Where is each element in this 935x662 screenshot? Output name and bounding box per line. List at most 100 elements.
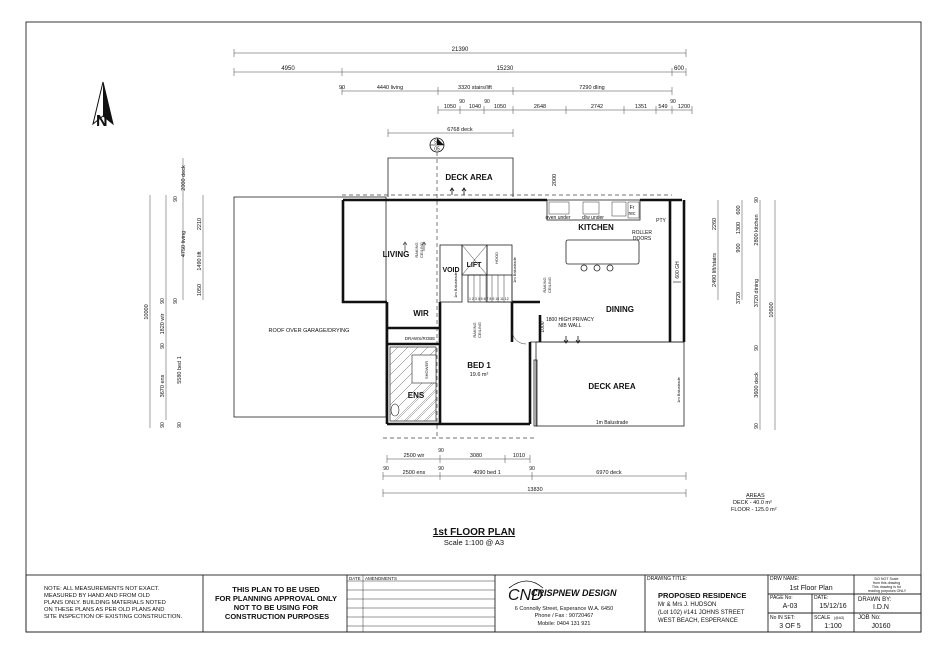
room-living: LIVING <box>383 250 410 259</box>
svg-text:N: N <box>96 113 108 130</box>
warning-line: CONSTRUCTION PURPOSES <box>225 612 329 621</box>
svg-text:90: 90 <box>754 423 760 429</box>
svg-text:DECK - 40.0 m²: DECK - 40.0 m² <box>733 500 772 506</box>
company-address: 6 Connolly Street, Esperance W.A. 6450 <box>515 606 613 612</box>
svg-text:3600 deck: 3600 deck <box>754 372 760 398</box>
drw-name-label: DRW NAME: <box>770 576 799 582</box>
disclaimer-line: PLANS ONLY. BUILDING MATERIALS NOTED <box>44 600 166 606</box>
svg-text:90: 90 <box>754 197 760 203</box>
svg-text:Fr: Fr <box>630 205 635 211</box>
svg-text:90: 90 <box>173 196 179 202</box>
roof-label: ROOF OVER GARAGE/DRYING <box>269 328 350 334</box>
plan-notes: oven under d/w under Fr rec PTY ROLLER D… <box>405 174 681 426</box>
amendments-label: AMENDMENTS <box>365 576 397 581</box>
dim-row4-10: 90 <box>670 99 676 105</box>
dim-row4-9: 549 <box>658 104 667 110</box>
svg-text:600: 600 <box>736 205 742 214</box>
disclaimer-line: SITE INSPECTION OF EXISTING CONSTRUCTION… <box>44 614 183 620</box>
svg-text:4750 living: 4750 living <box>181 231 187 257</box>
svg-text:10000: 10000 <box>144 304 150 319</box>
svg-text:10600: 10600 <box>769 302 775 317</box>
svg-text:4090 bed 1: 4090 bed 1 <box>473 470 501 476</box>
plan-scale: Scale 1:100 @ A3 <box>444 538 504 547</box>
dim-row2-c: 600 <box>674 66 685 72</box>
scale-sub: (@A3) <box>834 616 844 620</box>
svg-text:3720 dining: 3720 dining <box>754 279 760 307</box>
dns-line: This drawing is for <box>872 585 902 589</box>
plan-title: 1st FLOOR PLAN <box>433 527 515 538</box>
svg-text:RAKING: RAKING <box>542 277 547 292</box>
drawn-by-label: DRAWN BY: <box>858 597 892 603</box>
svg-text:RAKING: RAKING <box>414 242 419 257</box>
room-deck-top: DECK AREA <box>445 173 492 182</box>
address-line1: (Lot 102) #141 JOHNS STREET <box>658 610 745 616</box>
svg-text:1820 wir: 1820 wir <box>160 313 166 334</box>
svg-text:600 GH: 600 GH <box>675 261 681 279</box>
svg-text:1m Balustrade: 1m Balustrade <box>453 271 458 298</box>
svg-text:5580 bed 1: 5580 bed 1 <box>177 356 183 384</box>
room-void: VOID <box>442 267 459 274</box>
job-no-label: JOB No: <box>858 615 881 621</box>
drw-name: 1st Floor Plan <box>789 585 832 592</box>
svg-text:ROLLER: ROLLER <box>632 230 652 236</box>
svg-text:DRAWS/ROBE: DRAWS/ROBE <box>405 336 436 341</box>
svg-text:900: 900 <box>736 243 742 252</box>
warning-line: THIS PLAN TO BE USED <box>232 585 320 594</box>
do-not-scale-note: DO NOT Scale from this drawing This draw… <box>868 577 907 593</box>
company-mobile: Mobile: 0404 131 921 <box>538 621 591 627</box>
svg-text:PTY: PTY <box>656 218 666 224</box>
svg-text:HOOD: HOOD <box>494 252 499 264</box>
dim-row2-b: 15230 <box>497 66 514 72</box>
company-phone: Phone / Fax : 90720467 <box>535 613 594 619</box>
dim-row4-11: 1200 <box>678 104 690 110</box>
svg-text:1000: 1000 <box>540 321 546 332</box>
title-block <box>25 574 922 633</box>
svg-text:2260: 2260 <box>712 218 718 230</box>
north-arrow-icon: N <box>92 81 114 130</box>
room-wir: WIR <box>413 309 429 318</box>
svg-text:1490 lift: 1490 lift <box>197 251 203 271</box>
svg-text:AREAS: AREAS <box>746 493 765 499</box>
svg-text:CEILING: CEILING <box>547 277 552 293</box>
svg-text:90: 90 <box>438 448 444 454</box>
job-no: J0160 <box>871 623 890 630</box>
company-name: CRISPNEW DESIGN <box>531 588 617 598</box>
svg-text:90: 90 <box>754 345 760 351</box>
dns-line: from this drawing <box>873 581 900 585</box>
svg-text:S1: S1 <box>434 140 440 146</box>
page-no-label: PAGE No: <box>770 595 793 601</box>
planning-warning: THIS PLAN TO BE USED FOR PLANNING APPROV… <box>215 585 339 621</box>
no-in-set-label: No IN SET: <box>770 615 795 621</box>
svg-text:2000: 2000 <box>552 174 558 186</box>
svg-text:3080: 3080 <box>470 453 482 459</box>
dns-line: DO NOT Scale <box>875 577 899 581</box>
disclaimer-line: ON THESE PLANS AS PER OLD PLANS AND <box>44 607 164 613</box>
svg-text:SHOWER: SHOWER <box>424 361 429 379</box>
svg-text:DOORS: DOORS <box>633 236 652 242</box>
svg-text:2500 ens: 2500 ens <box>403 470 426 476</box>
dim-overall: 21390 <box>452 47 469 53</box>
room-deck-bottom: DECK AREA <box>588 382 635 391</box>
svg-text:1800 HIGH PRIVACY: 1800 HIGH PRIVACY <box>546 317 595 323</box>
svg-text:90: 90 <box>177 422 183 428</box>
svg-text:90: 90 <box>438 466 444 472</box>
svg-text:13830: 13830 <box>527 487 542 493</box>
room-dining: DINING <box>606 305 634 314</box>
disclaimer-line: NOTE: ALL MEASUREMENTS NOT EXACT. <box>44 586 160 592</box>
svg-text:CND: CND <box>508 587 543 604</box>
svg-text:90: 90 <box>160 298 166 304</box>
dim-row4-6: 2648 <box>534 104 546 110</box>
dim-row4-5: 1050 <box>494 104 506 110</box>
warning-line: FOR PLANNING APPROVAL ONLY <box>215 594 337 603</box>
svg-text:CEILING: CEILING <box>419 242 424 258</box>
room-bed1: BED 1 <box>467 361 491 370</box>
svg-text:d/w under: d/w under <box>582 215 604 221</box>
svg-text:2800 kitchen: 2800 kitchen <box>754 214 760 245</box>
dim-row4-2: 90 <box>459 99 465 105</box>
room-lift: LIFT <box>467 262 482 269</box>
room-ens: ENS <box>408 391 425 400</box>
svg-text:1m Balustrade: 1m Balustrade <box>596 420 628 426</box>
svg-text:90: 90 <box>529 466 535 472</box>
dim-row3-a: 90 <box>339 85 345 91</box>
areas-note: AREAS DECK - 40.0 m² FLOOR - 125.0 m² <box>731 493 777 513</box>
